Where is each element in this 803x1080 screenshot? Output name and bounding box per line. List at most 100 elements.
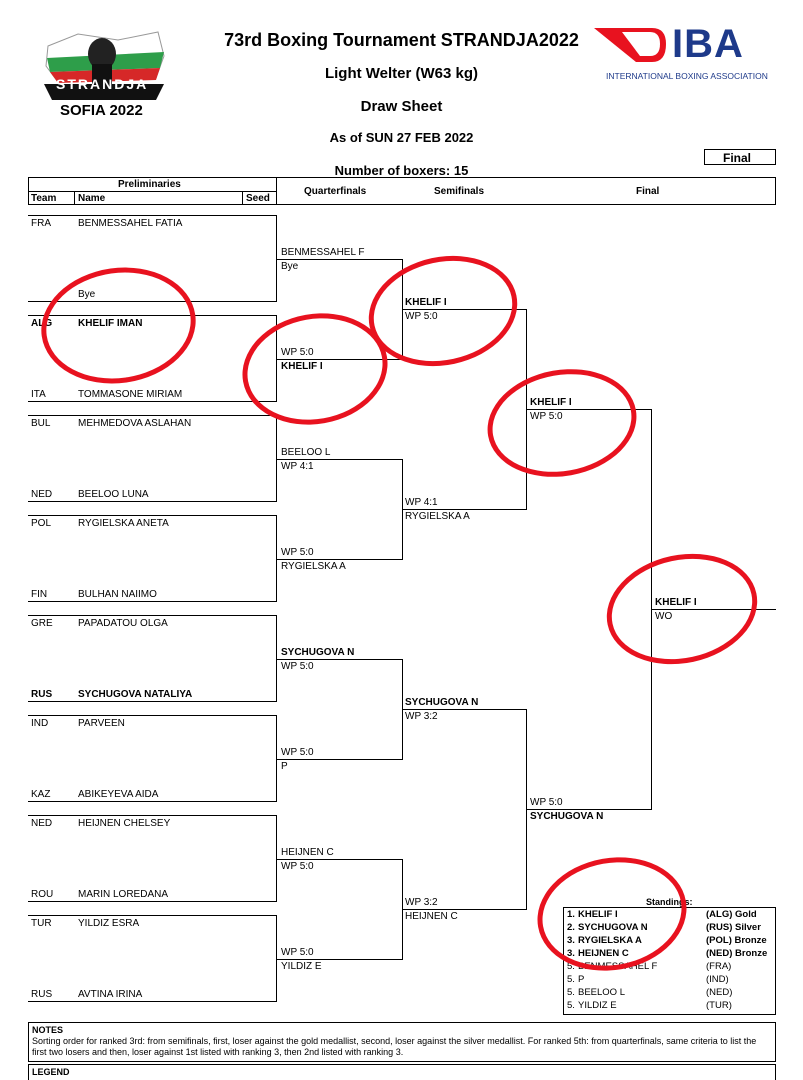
prelim-connector	[276, 815, 277, 902]
final-entry: KHELIF I	[530, 397, 572, 408]
standing-noc: (NED) Bronze	[706, 948, 768, 959]
iba-logo: IBA INTERNATIONAL BOXING ASSOCIATION	[592, 22, 782, 82]
quarterfinal-entry: WP 5:0	[281, 547, 314, 558]
entrant-team: ALG	[31, 318, 53, 329]
strandja-logo-text: STRANDJA	[56, 76, 149, 92]
standing-rank: 1.	[567, 909, 575, 920]
standing-noc: (ALG) Gold	[706, 909, 757, 920]
semifinal-line	[402, 709, 526, 710]
prelim-separator	[28, 1001, 276, 1002]
winner-result: WO	[655, 611, 673, 622]
entrant-team: RUS	[31, 989, 53, 1000]
standing-rank: 5.	[567, 1000, 575, 1011]
standing-noc: (NED)	[706, 987, 733, 998]
standing-noc: (FRA)	[706, 961, 732, 972]
semifinal-result: HEIJNEN C	[405, 911, 458, 922]
quarterfinal-entry: SYCHUGOVA N	[281, 647, 355, 658]
quarterfinal-result: WP 4:1	[281, 461, 314, 472]
prelim-separator	[28, 401, 276, 402]
standing-noc: (TUR)	[706, 1000, 732, 1011]
quarterfinals-header: Quarterfinals	[304, 186, 367, 197]
prelim-connector	[276, 315, 277, 402]
entrant-team: POL	[31, 518, 52, 529]
prelim-separator	[28, 815, 276, 816]
semifinal-line	[402, 909, 526, 910]
weight-class: Light Welter (W63 kg)	[324, 65, 479, 82]
final-entry: WP 5:0	[530, 797, 563, 808]
quarterfinal-line	[276, 959, 402, 960]
entrant-team: ROU	[31, 889, 54, 900]
preliminaries-header: Preliminaries	[118, 179, 181, 190]
quarterfinal-entry: HEIJNEN C	[281, 847, 334, 858]
final-line	[526, 809, 651, 810]
quarterfinal-result: YILDIZ E	[281, 961, 322, 972]
prelim-separator	[28, 615, 276, 616]
entrant-team: ITA	[31, 389, 46, 400]
standing-noc: (POL) Bronze	[706, 935, 767, 946]
prelim-separator	[28, 701, 276, 702]
quarterfinal-line	[276, 859, 402, 860]
quarterfinal-entry: BEELOO L	[281, 447, 331, 458]
sofia-logo-text: SOFIA 2022	[60, 102, 143, 119]
entrant-team: NED	[31, 489, 53, 500]
tournament-title: 73rd Boxing Tournament STRANDJA2022	[224, 30, 579, 50]
number-of-boxers: Number of boxers: 15	[334, 163, 469, 178]
quarterfinal-result: Bye	[281, 261, 299, 272]
entrant-name: SYCHUGOVA NATALIYA	[78, 689, 193, 700]
notes-box: NOTES Sorting order for ranked 3rd: from…	[28, 1022, 776, 1062]
final-badge: Final	[704, 149, 776, 165]
quarterfinal-result: WP 5:0	[281, 861, 314, 872]
standing-rank: 5.	[567, 961, 575, 972]
semifinal-line	[402, 309, 526, 310]
prelim-connector	[276, 915, 277, 1002]
entrant-team: NED	[31, 818, 53, 829]
entrant-team: GRE	[31, 618, 53, 629]
quarterfinal-line	[276, 359, 402, 360]
quarterfinal-result: RYGIELSKA A	[281, 561, 346, 572]
as-of-date: As of SUN 27 FEB 2022	[329, 130, 474, 145]
entrant-name: AVTINA IRINA	[78, 989, 143, 1000]
prelim-separator	[28, 301, 276, 302]
quarterfinal-result: WP 5:0	[281, 661, 314, 672]
entrant-team: RUS	[31, 689, 53, 700]
prelim-connector	[276, 415, 277, 502]
entrant-name: BENMESSAHEL FATIA	[78, 218, 183, 229]
semifinal-entry: WP 3:2	[405, 897, 438, 908]
final-result: WP 5:0	[530, 411, 563, 422]
standing-rank: 5.	[567, 987, 575, 998]
entrant-team: BUL	[31, 418, 51, 429]
standing-name: KHELIF I	[578, 909, 618, 920]
entrant-name: Bye	[78, 289, 96, 300]
quarterfinal-line	[276, 559, 402, 560]
quarterfinal-line	[276, 459, 402, 460]
strandja-logo: STRANDJA SOFIA 2022	[38, 26, 170, 121]
quarterfinal-result: P	[281, 761, 288, 772]
standing-name: YILDIZ E	[578, 1000, 617, 1011]
standing-rank: 2.	[567, 922, 575, 933]
standing-noc: (RUS) Silver	[706, 922, 761, 933]
entrant-name: ABIKEYEVA AIDA	[78, 789, 159, 800]
standing-name: HEIJNEN C	[578, 948, 629, 959]
entrant-name: TOMMASONE MIRIAM	[78, 389, 183, 400]
semifinal-entry: SYCHUGOVA N	[405, 697, 479, 708]
entrant-name: RYGIELSKA ANETA	[78, 518, 169, 529]
standing-rank: 3.	[567, 935, 575, 946]
entrant-name: PAPADATOU OLGA	[78, 618, 168, 629]
quarterfinal-entry: WP 5:0	[281, 747, 314, 758]
final-badge-label: Final	[723, 151, 752, 165]
prelim-connector	[276, 715, 277, 802]
entrant-team: FIN	[31, 589, 48, 600]
semifinal-entry: KHELIF I	[405, 297, 447, 308]
entrant-name: MEHMEDOVA ASLAHAN	[78, 418, 192, 429]
entrant-name: KHELIF IMAN	[78, 318, 143, 329]
winner-name: KHELIF I	[655, 597, 697, 608]
name-header: Name	[78, 193, 106, 204]
quarterfinal-line	[276, 759, 402, 760]
standing-rank: 3.	[567, 948, 575, 959]
prelim-separator	[28, 901, 276, 902]
semifinal-entry: WP 4:1	[405, 497, 438, 508]
notes-text: Sorting order for ranked 3rd: from semif…	[32, 1036, 757, 1057]
winner-line	[651, 609, 776, 610]
entrant-name: YILDIZ ESRA	[78, 918, 140, 929]
entrant-name: BEELOO LUNA	[78, 489, 149, 500]
